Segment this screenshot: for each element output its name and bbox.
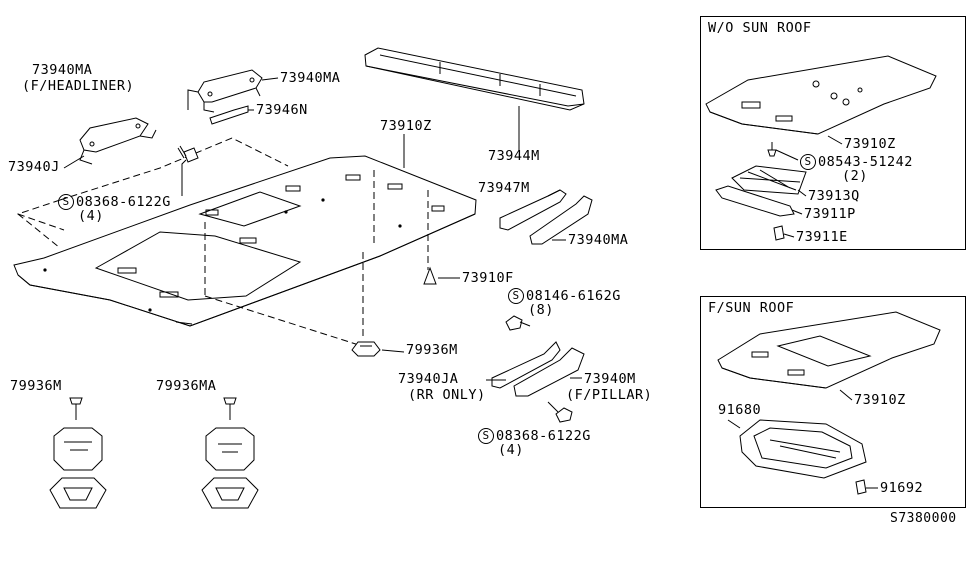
screw-08368-b bbox=[547, 401, 573, 423]
label-91692: 91692 bbox=[880, 480, 924, 496]
screw-08368-a bbox=[177, 145, 199, 163]
label-73910f: 73910F bbox=[462, 270, 514, 286]
label-f-pillar: (F/PILLAR) bbox=[566, 387, 653, 403]
label-73940ma-top: 73940MA bbox=[32, 62, 93, 78]
label-f-headliner: (F/HEADLINER) bbox=[22, 78, 135, 94]
label-fs-73910z: 73910Z bbox=[854, 392, 906, 408]
label-73946n: 73946N bbox=[256, 102, 308, 118]
headliner-panel bbox=[13, 155, 477, 327]
label-91680: 91680 bbox=[718, 402, 762, 418]
label-79936ma: 79936MA bbox=[156, 378, 217, 394]
trim-73940ja bbox=[491, 341, 561, 389]
clip-79936ma bbox=[201, 397, 259, 509]
label-qty2: (2) bbox=[842, 168, 868, 184]
leader-lines bbox=[63, 77, 582, 381]
screw-08146 bbox=[505, 315, 531, 331]
screw-symbol: S bbox=[508, 288, 524, 304]
label-73913q: 73913Q bbox=[808, 188, 860, 204]
label-79936m-left: 79936M bbox=[10, 378, 62, 394]
f-sunroof-box bbox=[700, 296, 966, 508]
bracket-73946n bbox=[209, 105, 249, 125]
f-sunroof-title: F/SUN ROOF bbox=[708, 300, 795, 316]
label-73944m: 73944M bbox=[488, 148, 540, 164]
label-qty8: (8) bbox=[528, 302, 554, 318]
screw-symbol: S bbox=[800, 154, 816, 170]
screw-symbol: S bbox=[478, 428, 494, 444]
label-73940ma-b: 73940MA bbox=[280, 70, 341, 86]
label-wo-73910z: 73910Z bbox=[844, 136, 896, 152]
strip-73940ma-right bbox=[529, 195, 593, 245]
clip-79936m-left bbox=[49, 397, 107, 509]
f-sunroof-parts bbox=[717, 311, 941, 495]
label-73911e: 73911E bbox=[796, 229, 848, 245]
label-qty4-a: (4) bbox=[78, 208, 104, 224]
bracket-73940j bbox=[79, 117, 157, 165]
label-73940ma-c: 73940MA bbox=[568, 232, 629, 248]
wo-sunroof-title: W/O SUN ROOF bbox=[708, 20, 812, 36]
label-79936m-center: 79936M bbox=[406, 342, 458, 358]
label-73911p: 73911P bbox=[804, 206, 856, 222]
label-73947m: 73947M bbox=[478, 180, 530, 196]
bracket-73940ma bbox=[197, 69, 263, 113]
wo-sunroof-box bbox=[700, 16, 966, 250]
label-73940m: 73940M bbox=[584, 371, 636, 387]
label-73910z: 73910Z bbox=[380, 118, 432, 134]
screw-symbol: S bbox=[58, 194, 74, 210]
rail-73944m bbox=[364, 47, 585, 111]
clip-73910f bbox=[423, 266, 437, 285]
diagram-code: S7380000 bbox=[890, 511, 957, 526]
label-73940ja: 73940JA bbox=[398, 371, 459, 387]
label-rr-only: (RR ONLY) bbox=[408, 387, 486, 403]
clip-79936m-center bbox=[351, 341, 381, 357]
trim-73940m bbox=[513, 347, 585, 397]
label-qty4-b: (4) bbox=[498, 442, 524, 458]
label-73940j: 73940J bbox=[8, 159, 60, 175]
